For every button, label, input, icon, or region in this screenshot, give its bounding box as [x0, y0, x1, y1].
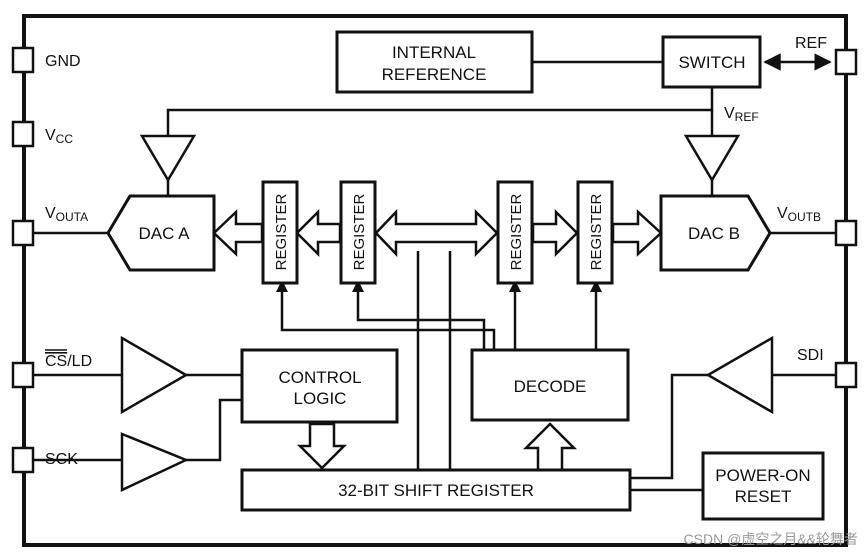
reg4-to-dacb-arrow: [611, 209, 663, 257]
gnd-label: GND: [45, 53, 81, 70]
cs-ld-pin: [11, 361, 35, 389]
register-1: REGISTER: [261, 180, 299, 285]
internal-reference-label-2: REFERENCE: [382, 65, 487, 84]
sck-pin: [11, 446, 35, 474]
sdi-pin: [834, 361, 858, 389]
shift-register-block: [240, 468, 632, 512]
register-4: REGISTER: [576, 180, 614, 285]
gnd-pin: [11, 46, 35, 74]
vouta-pin: [11, 219, 35, 247]
internal-reference-label-1: INTERNAL: [392, 43, 476, 62]
register-2: REGISTER: [339, 180, 377, 285]
vcc-label: VCC: [45, 127, 73, 146]
buffer-a-triangle: [139, 134, 197, 183]
reg1-to-daca-arrow: [212, 209, 264, 257]
shift-bus-bidirectional-arrow: [374, 208, 499, 258]
switch-block: [661, 35, 762, 89]
decode-to-register-2-wire: [356, 290, 486, 350]
decode-block: [470, 348, 630, 422]
register-1-label: REGISTER: [273, 193, 290, 270]
voutb-label: VOUTB: [777, 205, 821, 224]
vcc-pin: [11, 120, 35, 148]
register-3-load-arrow: [509, 280, 521, 292]
register-4-label: REGISTER: [588, 193, 605, 270]
reg2-to-reg1-arrow: [295, 208, 342, 258]
power-on-reset-label-2: RESET: [735, 487, 792, 506]
sdi-to-shift-wire: [630, 373, 708, 480]
internal-reference-block: [335, 30, 534, 94]
power-on-reset-label-1: POWER-ON: [715, 466, 810, 485]
dac-a-label: DAC A: [138, 224, 190, 243]
ref-pin: [834, 48, 858, 76]
register-4-load-arrow: [590, 280, 602, 292]
register-2-load-arrow: [352, 280, 364, 292]
register-3: REGISTER: [496, 180, 534, 285]
control-logic-label-1: CONTROL: [278, 368, 361, 387]
vouta-label: VOUTA: [45, 205, 88, 224]
dac-b-label: DAC B: [688, 224, 740, 243]
cs-ld-label: CS/LD: [45, 353, 92, 370]
sck-label: SCK: [45, 451, 78, 468]
decode-label: DECODE: [514, 377, 587, 396]
chip-outline: [22, 14, 848, 547]
control-logic-block: [240, 348, 399, 424]
sck-input-buffer: [120, 432, 190, 492]
sdi-label: SDI: [797, 347, 824, 364]
control-to-shift-arrow: [296, 422, 348, 470]
vref-label: VREF: [724, 105, 759, 124]
sdi-input-buffer: [705, 335, 774, 415]
vref-bus-wire: [166, 88, 714, 136]
cs-input-buffer: [120, 335, 189, 415]
control-logic-label-2: LOGIC: [294, 389, 347, 408]
dac-b-block: [659, 194, 772, 272]
shift-register-label: 32-BIT SHIFT REGISTER: [338, 481, 534, 500]
voutb-pin: [834, 219, 858, 247]
register-2-label: REGISTER: [351, 193, 368, 270]
register-3-label: REGISTER: [508, 193, 525, 270]
ref-label: REF: [795, 35, 827, 52]
decode-to-register-1-wire: [280, 290, 496, 350]
shift-to-decode-arrow: [522, 422, 578, 472]
sck-to-control-wire: [186, 398, 242, 462]
power-on-reset-block: [701, 451, 825, 521]
buffer-b-triangle: [683, 134, 741, 183]
switch-label: SWITCH: [678, 53, 745, 72]
watermark-text: CSDN @虚空之月&&轮舞者: [684, 531, 858, 547]
reg3-to-reg4-arrow: [531, 208, 579, 258]
register-1-load-arrow: [276, 280, 288, 292]
